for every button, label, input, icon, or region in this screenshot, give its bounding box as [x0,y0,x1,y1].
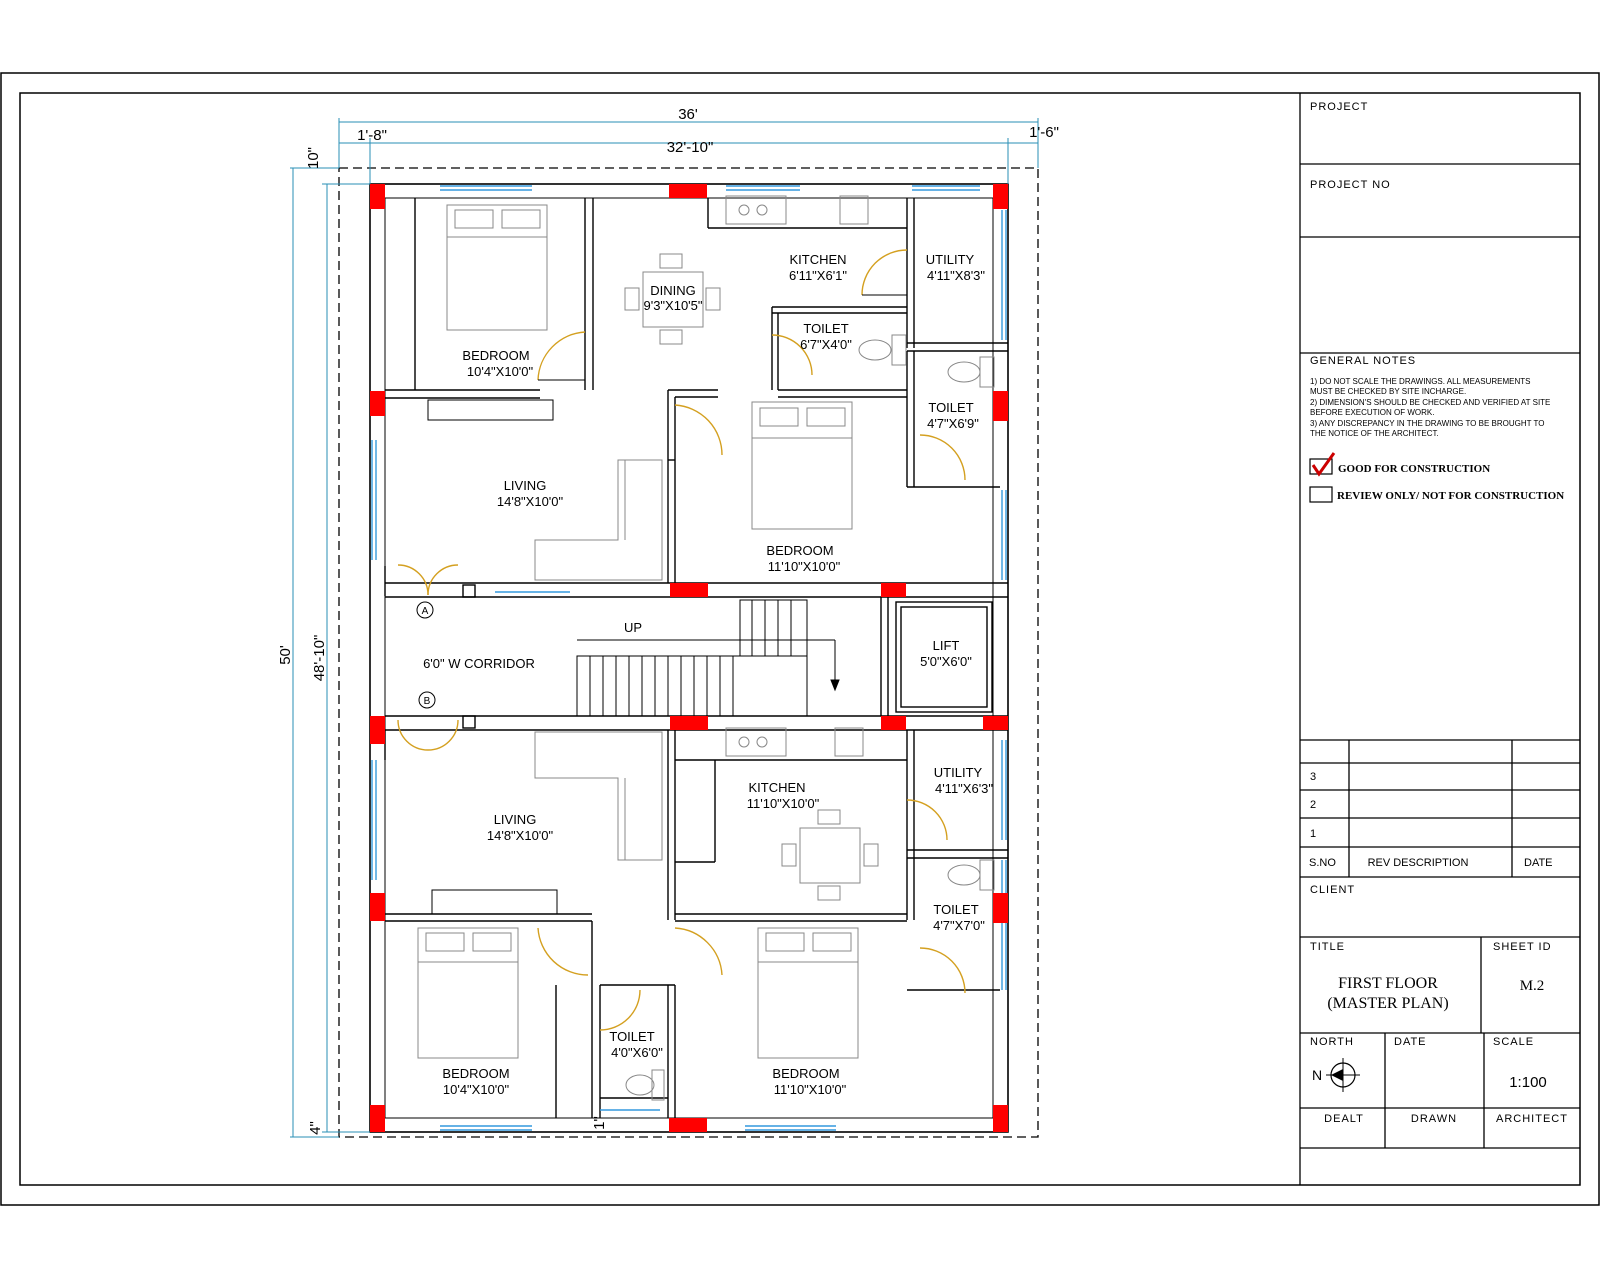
dealt-label: DEALT [1324,1113,1364,1125]
room-size: 6'7"X4'0" [800,337,852,352]
corridor-label: 6'0" W CORRIDOR [423,656,535,671]
dim-overall-depth: 50' [277,645,294,665]
rev-description-label: REV DESCRIPTION [1368,857,1469,869]
floor-plan: BEDROOM 10'4"X10'0" DINING 9'3"X10'5" KI… [277,106,1059,1138]
room-label: TOILET [933,902,978,917]
room-label: DINING [650,283,696,298]
review-only-label: REVIEW ONLY/ NOT FOR CONSTRUCTION [1337,490,1564,502]
room-label: BEDROOM [766,543,833,558]
date2-label: DATE [1394,1036,1427,1048]
windows [371,185,1007,1131]
north-arrow-icon [1326,1058,1360,1092]
north-letter: N [1312,1067,1322,1083]
title-block: PROJECT PROJECT NO GENERAL NOTES 1) DO N… [1299,93,1580,1185]
note-line: 2) DIMENSION'S SHOULD BE CHECKED AND VER… [1310,398,1550,407]
rev-row-number: 2 [1310,799,1317,811]
sheet-id-label: SHEET ID [1493,941,1552,953]
checkbox-box[interactable] [1309,458,1333,475]
inner-border [19,92,1581,1186]
room-label: BEDROOM [462,348,529,363]
dim-bottom-gap: 1" [591,1116,608,1130]
dimension-lines [290,118,1039,1138]
sheet-id-value: M.2 [1520,978,1545,994]
drawing-title-line2: (MASTER PLAN) [1327,995,1448,1012]
room-size: 4'11"X6'3" [935,781,993,796]
door-marker-a [416,601,434,619]
dim-top-setback: 10" [305,147,322,169]
project-label: PROJECT [1310,101,1368,113]
room-label: LIVING [494,812,537,827]
room-size: 9'3"X10'5" [643,298,702,313]
check-icon [1311,452,1336,477]
furniture [417,195,995,1101]
room-label: TOILET [928,400,973,415]
note-line: BEFORE EXECUTION OF WORK. [1310,408,1434,417]
site-boundary [338,167,1039,1138]
room-label: TOILET [803,321,848,336]
room-size: 11'10"X10'0" [774,1082,847,1097]
stair-up-label: UP [624,620,642,635]
dimension-labels: 36' 1'-8" 32'-10" 1'-6" 10" 50' 48'-10" … [277,106,1059,1135]
review-only-checkbox[interactable] [1309,486,1333,503]
rev-row-number: 3 [1310,771,1317,783]
note-line: THE NOTICE OF THE ARCHITECT. [1310,429,1439,438]
room-size: 14'8"X10'0" [487,828,554,843]
stair-treads [577,600,840,716]
north-label: NORTH [1310,1036,1354,1048]
room-label: KITCHEN [748,780,805,795]
rev-row-number: 1 [1310,828,1317,840]
columns [370,184,1008,1132]
door-marker-a-label: A [422,606,429,617]
room-size: 4'0"X6'0" [611,1045,663,1060]
room-size: 5'0"X6'0" [920,654,972,669]
room-label: TOILET [609,1029,654,1044]
dim-inner-width: 32'-10" [667,139,714,156]
good-for-construction-checkbox[interactable] [1309,452,1336,477]
client-label: CLIENT [1310,884,1355,896]
room-label: BEDROOM [442,1066,509,1081]
drawing-title-line1: FIRST FLOOR [1338,975,1438,992]
general-notes-label: GENERAL NOTES [1310,355,1416,367]
room-label: LIFT [933,638,960,653]
good-for-construction-label: GOOD FOR CONSTRUCTION [1338,463,1490,475]
doors [397,249,966,1031]
room-label: LIVING [504,478,547,493]
scale-label: SCALE [1493,1036,1534,1048]
room-size: 4'7"X7'0" [933,918,985,933]
architect-label: ARCHITECT [1496,1113,1568,1125]
room-size: 14'8"X10'0" [497,494,564,509]
outer-border [0,72,1600,1206]
note-line: 3) ANY DISCREPANCY IN THE DRAWING TO BE … [1310,419,1544,428]
note-line: 1) DO NOT SCALE THE DRAWINGS. ALL MEASUR… [1310,377,1531,386]
room-label: UTILITY [926,252,975,267]
room-size: 10'4"X10'0" [443,1082,510,1097]
door-marker-b-label: B [424,696,431,707]
room-label: BEDROOM [772,1066,839,1081]
room-label: KITCHEN [789,252,846,267]
project-no-label: PROJECT NO [1310,179,1391,191]
room-labels: BEDROOM 10'4"X10'0" DINING 9'3"X10'5" KI… [416,252,993,1097]
room-size: 11'10"X10'0" [768,559,841,574]
room-size: 6'11"X6'1" [789,268,847,283]
dim-left-setback: 1'-8" [357,127,387,144]
door-marker-b [418,691,436,709]
room-size: 4'7"X6'9" [927,416,979,431]
dim-bottom-setback: 4" [307,1121,324,1135]
scale-value: 1:100 [1509,1074,1547,1091]
drawn-label: DRAWN [1411,1113,1457,1125]
dim-overall-width: 36' [678,106,698,123]
date-label: DATE [1524,857,1553,869]
room-label: UTILITY [934,765,983,780]
room-size: 4'11"X8'3" [927,268,985,283]
sno-label: S.NO [1309,857,1336,869]
title-label: TITLE [1310,941,1345,953]
dim-inner-depth: 48'-10" [311,635,328,682]
dim-right-setback: 1'-6" [1029,124,1059,141]
note-line: MUST BE CHECKED BY SITE INCHARGE. [1310,387,1466,396]
general-notes: 1) DO NOT SCALE THE DRAWINGS. ALL MEASUR… [1310,377,1550,438]
room-size: 11'10"X10'0" [747,796,820,811]
room-size: 10'4"X10'0" [467,364,534,379]
